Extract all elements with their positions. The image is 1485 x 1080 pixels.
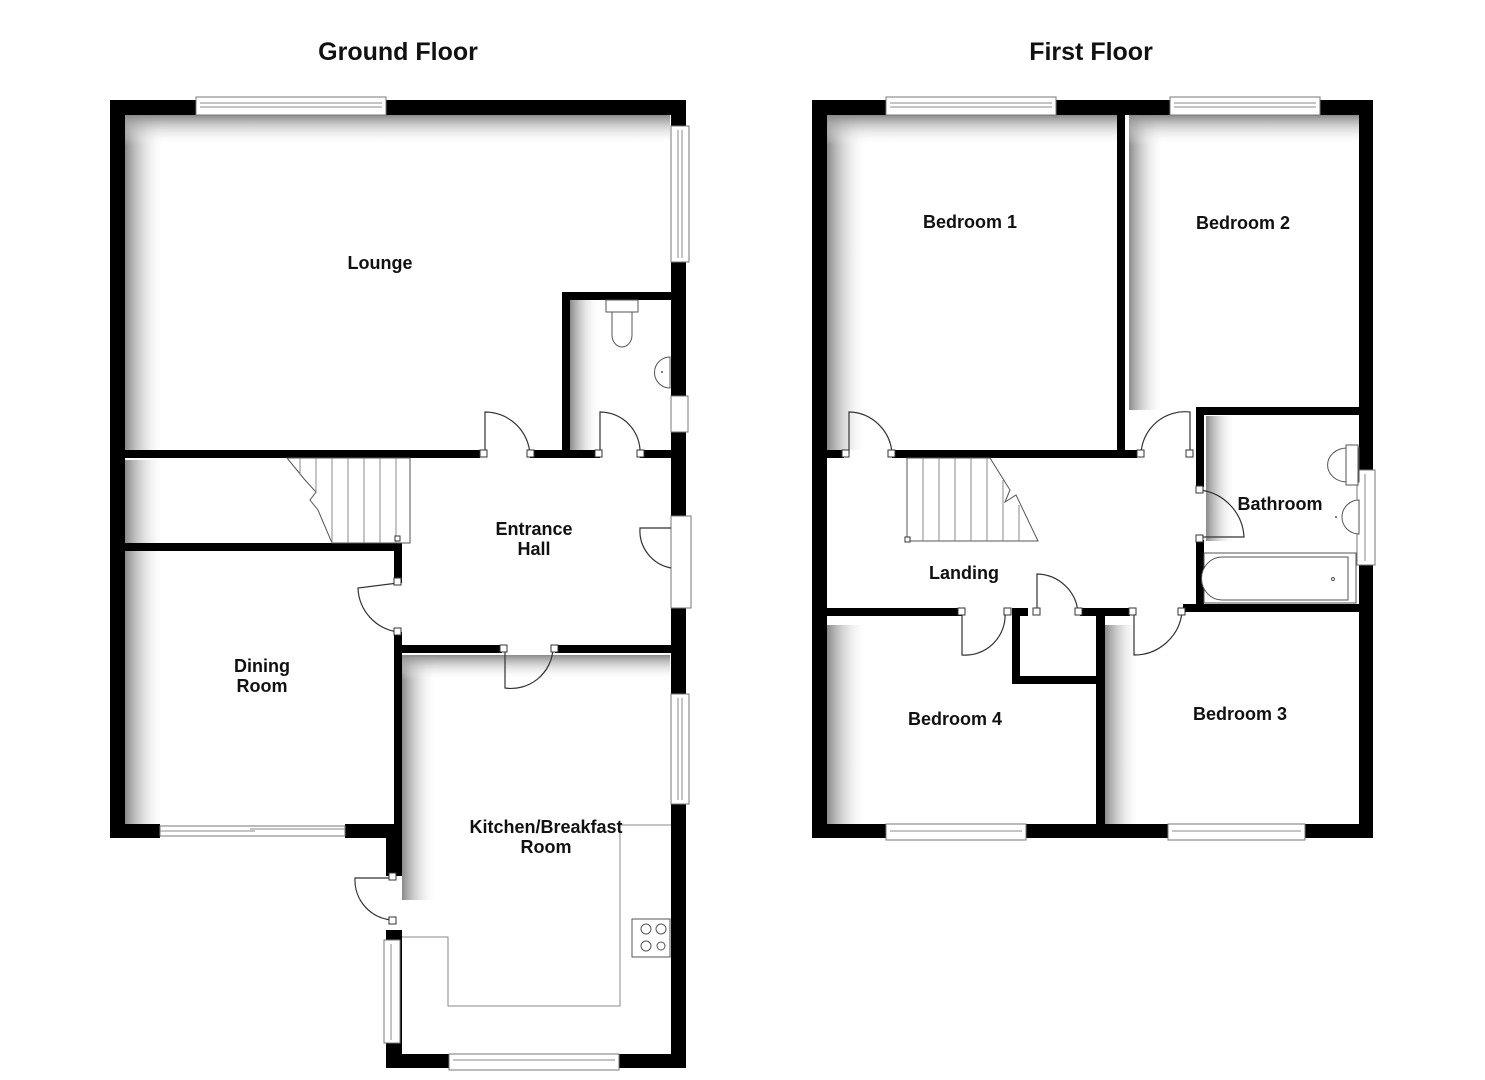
room-label-bedroom-4: Bedroom 4 (907, 709, 1003, 729)
room-label-line: Entrance (495, 519, 573, 539)
room-label-dining-room: Dining Room (234, 656, 290, 696)
window (670, 125, 690, 263)
room-label-entrance-hall: Entrance Hall (495, 519, 572, 559)
room-label-lounge: Lounge (347, 253, 413, 273)
sliding-door (159, 825, 346, 837)
window (885, 823, 1027, 841)
door (594, 411, 645, 458)
ground-floor-title: Ground Floor (318, 38, 478, 66)
front-door (639, 527, 672, 569)
toilet-icon (605, 299, 639, 348)
bath-icon (1201, 552, 1357, 604)
toilet-icon (1327, 444, 1360, 486)
room-label-line: Room (520, 837, 572, 857)
room-label-line: Dining (234, 656, 290, 676)
kitchen-worktop (402, 824, 671, 1007)
window (1356, 469, 1376, 566)
first-floor-title: First Floor (1029, 38, 1153, 66)
window (383, 939, 401, 1044)
back-door (354, 872, 397, 925)
window (1169, 96, 1321, 116)
door (499, 644, 559, 690)
door (957, 607, 1012, 656)
door (1128, 607, 1186, 656)
room-label-landing: Landing (929, 563, 999, 583)
hob-icon (631, 918, 671, 958)
room-label-bathroom: Bathroom (1237, 494, 1323, 514)
room-label-kitchen: Kitchen/Breakfast Room (469, 817, 622, 857)
window (670, 395, 689, 433)
room-label-bedroom-1: Bedroom 1 (922, 212, 1018, 232)
ground-floor-plan (110, 96, 692, 1071)
window (195, 96, 387, 116)
room-label-line: Hall (517, 539, 551, 559)
window (1167, 823, 1306, 841)
cupboard-door (1032, 573, 1083, 616)
door (1195, 485, 1245, 543)
room-label-bedroom-2: Bedroom 2 (1195, 213, 1291, 233)
window (448, 1053, 620, 1071)
window (670, 693, 690, 805)
door (841, 411, 896, 458)
staircase (904, 457, 1039, 543)
room-label-line: Kitchen/Breakfast (469, 817, 623, 837)
room-label-bedroom-3: Bedroom 3 (1192, 704, 1288, 724)
window (670, 515, 692, 609)
window (885, 96, 1057, 116)
first-floor-plan (812, 96, 1376, 841)
basin-icon (654, 356, 671, 389)
door (1136, 411, 1194, 458)
door (357, 577, 402, 636)
room-label-line: Room (236, 676, 288, 696)
staircase (285, 457, 411, 544)
basin-icon (1335, 499, 1360, 535)
door (479, 411, 535, 458)
